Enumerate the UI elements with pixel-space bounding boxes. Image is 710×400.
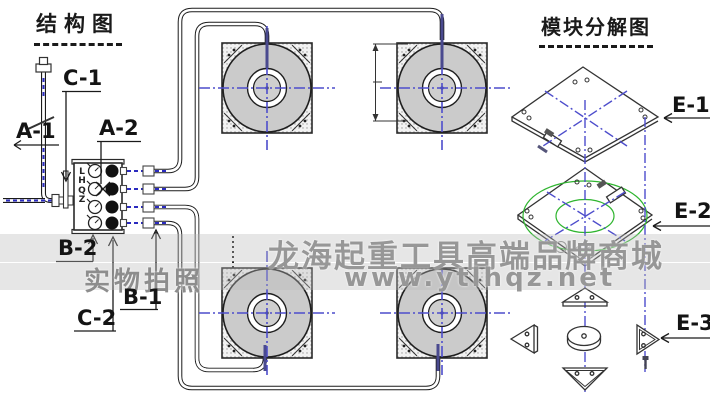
label-a1: A-1 (16, 119, 56, 143)
label-b2: B-2 (58, 236, 98, 260)
right-title-module-exploded-diagram: 模块分解图 (539, 11, 653, 48)
label-e3: E-3 (676, 311, 710, 335)
manifold-block (51, 158, 155, 235)
pipe-top-fitting (35, 63, 52, 73)
watermark-brand-text: 龙海起重工具高端品牌商城 (268, 239, 664, 275)
label-a2: A-2 (99, 116, 139, 140)
manifold-brand-text: LHQZ (78, 167, 86, 206)
pipe-break-mark (27, 116, 55, 130)
hose-row3-to-bottom-left-module (150, 204, 268, 373)
label-c2: C-2 (77, 306, 117, 330)
hose-row4-to-bottom-right-module (150, 220, 441, 391)
port-fittings (119, 165, 155, 229)
dimension-line (372, 43, 408, 122)
manifold-gauges (86, 162, 103, 231)
hose-row2-to-top-left-module (150, 21, 270, 192)
hose-dashes (6, 78, 168, 224)
plate-nipple (537, 144, 548, 154)
exploded-small-parts (509, 287, 661, 391)
bolt (642, 356, 649, 369)
disc-part (566, 325, 602, 352)
label-c1: C-1 (63, 66, 103, 90)
plate-marking (596, 179, 607, 189)
watermark-url-text: www.ytlhqz.net (344, 263, 616, 293)
left-title-structure-diagram: 结构图 (34, 8, 122, 46)
watermark-photo-note: 实物拍照 (84, 267, 205, 297)
watermark-band-2 (0, 263, 710, 290)
label-e1: E-1 (672, 93, 710, 117)
label-e2: E-2 (674, 199, 710, 223)
hose-row1-to-top-right-module (150, 7, 445, 174)
label-b1: B-1 (123, 285, 163, 309)
label-masks (54, 235, 162, 332)
hose-end-segments (263, 14, 444, 371)
watermark-band-1 (0, 234, 710, 262)
leader-lines (13, 90, 710, 344)
manifold-ports (105, 164, 119, 230)
plate-marking (544, 128, 555, 138)
